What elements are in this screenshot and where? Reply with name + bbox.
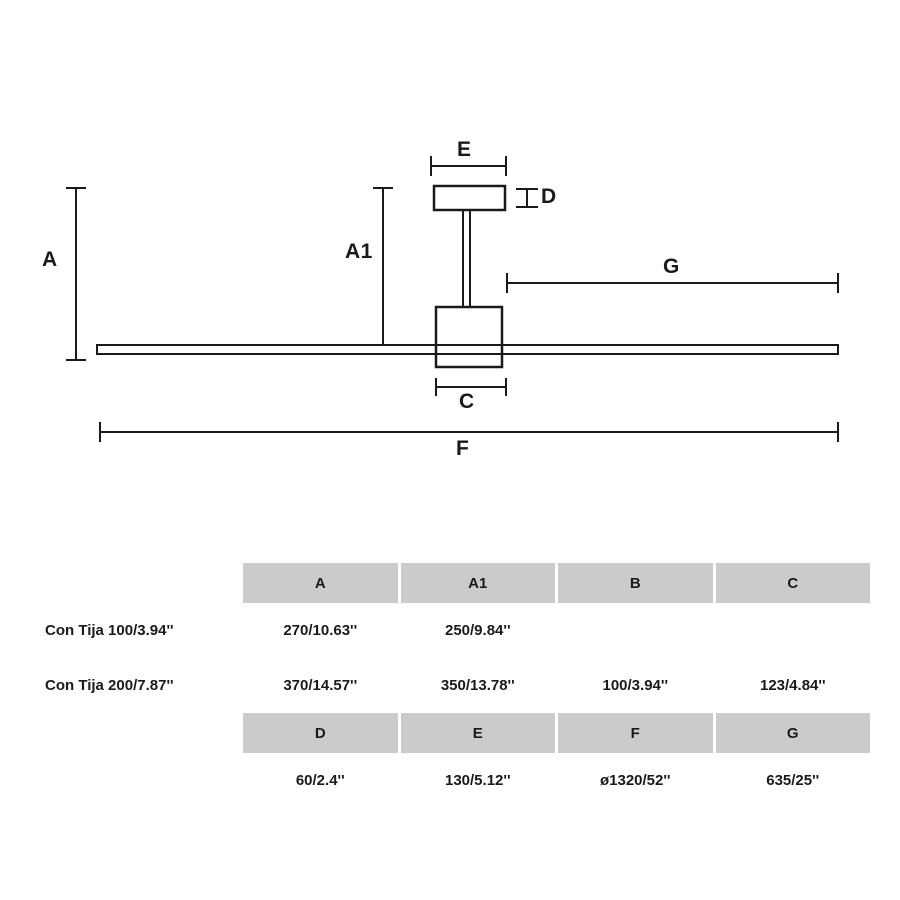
- dim-label-a1: A1: [345, 240, 373, 263]
- motor-housing: [434, 305, 504, 369]
- canopy: [432, 184, 507, 212]
- dimension-line-a1: [373, 187, 393, 346]
- header-cell-e: E: [400, 713, 555, 753]
- dim-label-d: D: [541, 185, 557, 208]
- dimension-line-a: [66, 187, 86, 361]
- value-cell: 270/10.63'': [283, 622, 358, 639]
- header-cell-f: F: [558, 713, 713, 753]
- dimension-line-f: [99, 422, 839, 442]
- row-label: Con Tija 100/3.94'': [45, 622, 174, 639]
- header-cell-b: B: [558, 563, 713, 603]
- dimension-line-e: [430, 156, 507, 176]
- fan-technical-drawing: [66, 156, 839, 442]
- header-cell-a: A: [243, 563, 398, 603]
- value-cell: 635/25'': [766, 772, 820, 789]
- value-cell: 350/13.78'': [440, 677, 515, 694]
- value-cell: 370/14.57'': [283, 677, 358, 694]
- value-cell: 123/4.84'': [759, 677, 826, 694]
- downrod: [462, 209, 471, 308]
- dimension-line-d: [516, 188, 538, 208]
- value-cell: 60/2.4'': [295, 772, 345, 789]
- dimension-line-c: [435, 378, 507, 396]
- value-cell: 250/9.84'': [444, 622, 511, 639]
- row-label: Con Tija 200/7.87'': [45, 677, 174, 694]
- header-cell-c: C: [715, 563, 870, 603]
- header-cell-g: G: [715, 713, 870, 753]
- dim-label-f: F: [456, 437, 470, 460]
- dim-label-a: A: [42, 248, 58, 271]
- value-cell: 130/5.12'': [444, 772, 511, 789]
- dim-label-c: C: [459, 390, 475, 413]
- fan-blades: [96, 344, 839, 355]
- header-cell-d: D: [243, 713, 398, 753]
- value-cell: ø1320/52'': [599, 772, 671, 789]
- table-row: Con Tija 100/3.94'' 270/10.63'' 250/9.84…: [40, 603, 870, 658]
- dimension-line-g: [506, 273, 839, 293]
- value-cell: 100/3.94'': [602, 677, 669, 694]
- dimensions-table: A A1 B C Con Tija 100/3.94'' 270/10.63''…: [40, 563, 870, 808]
- table-header-top: A A1 B C: [40, 563, 870, 603]
- table-row: Con Tija 200/7.87'' 370/14.57'' 350/13.7…: [40, 658, 870, 713]
- dim-label-e: E: [457, 138, 472, 161]
- header-cell-a1: A1: [400, 563, 555, 603]
- dim-label-g: G: [663, 255, 680, 278]
- table-header-bottom: D E F G: [40, 713, 870, 753]
- table-row: 60/2.4'' 130/5.12'' ø1320/52'' 635/25'': [40, 753, 870, 808]
